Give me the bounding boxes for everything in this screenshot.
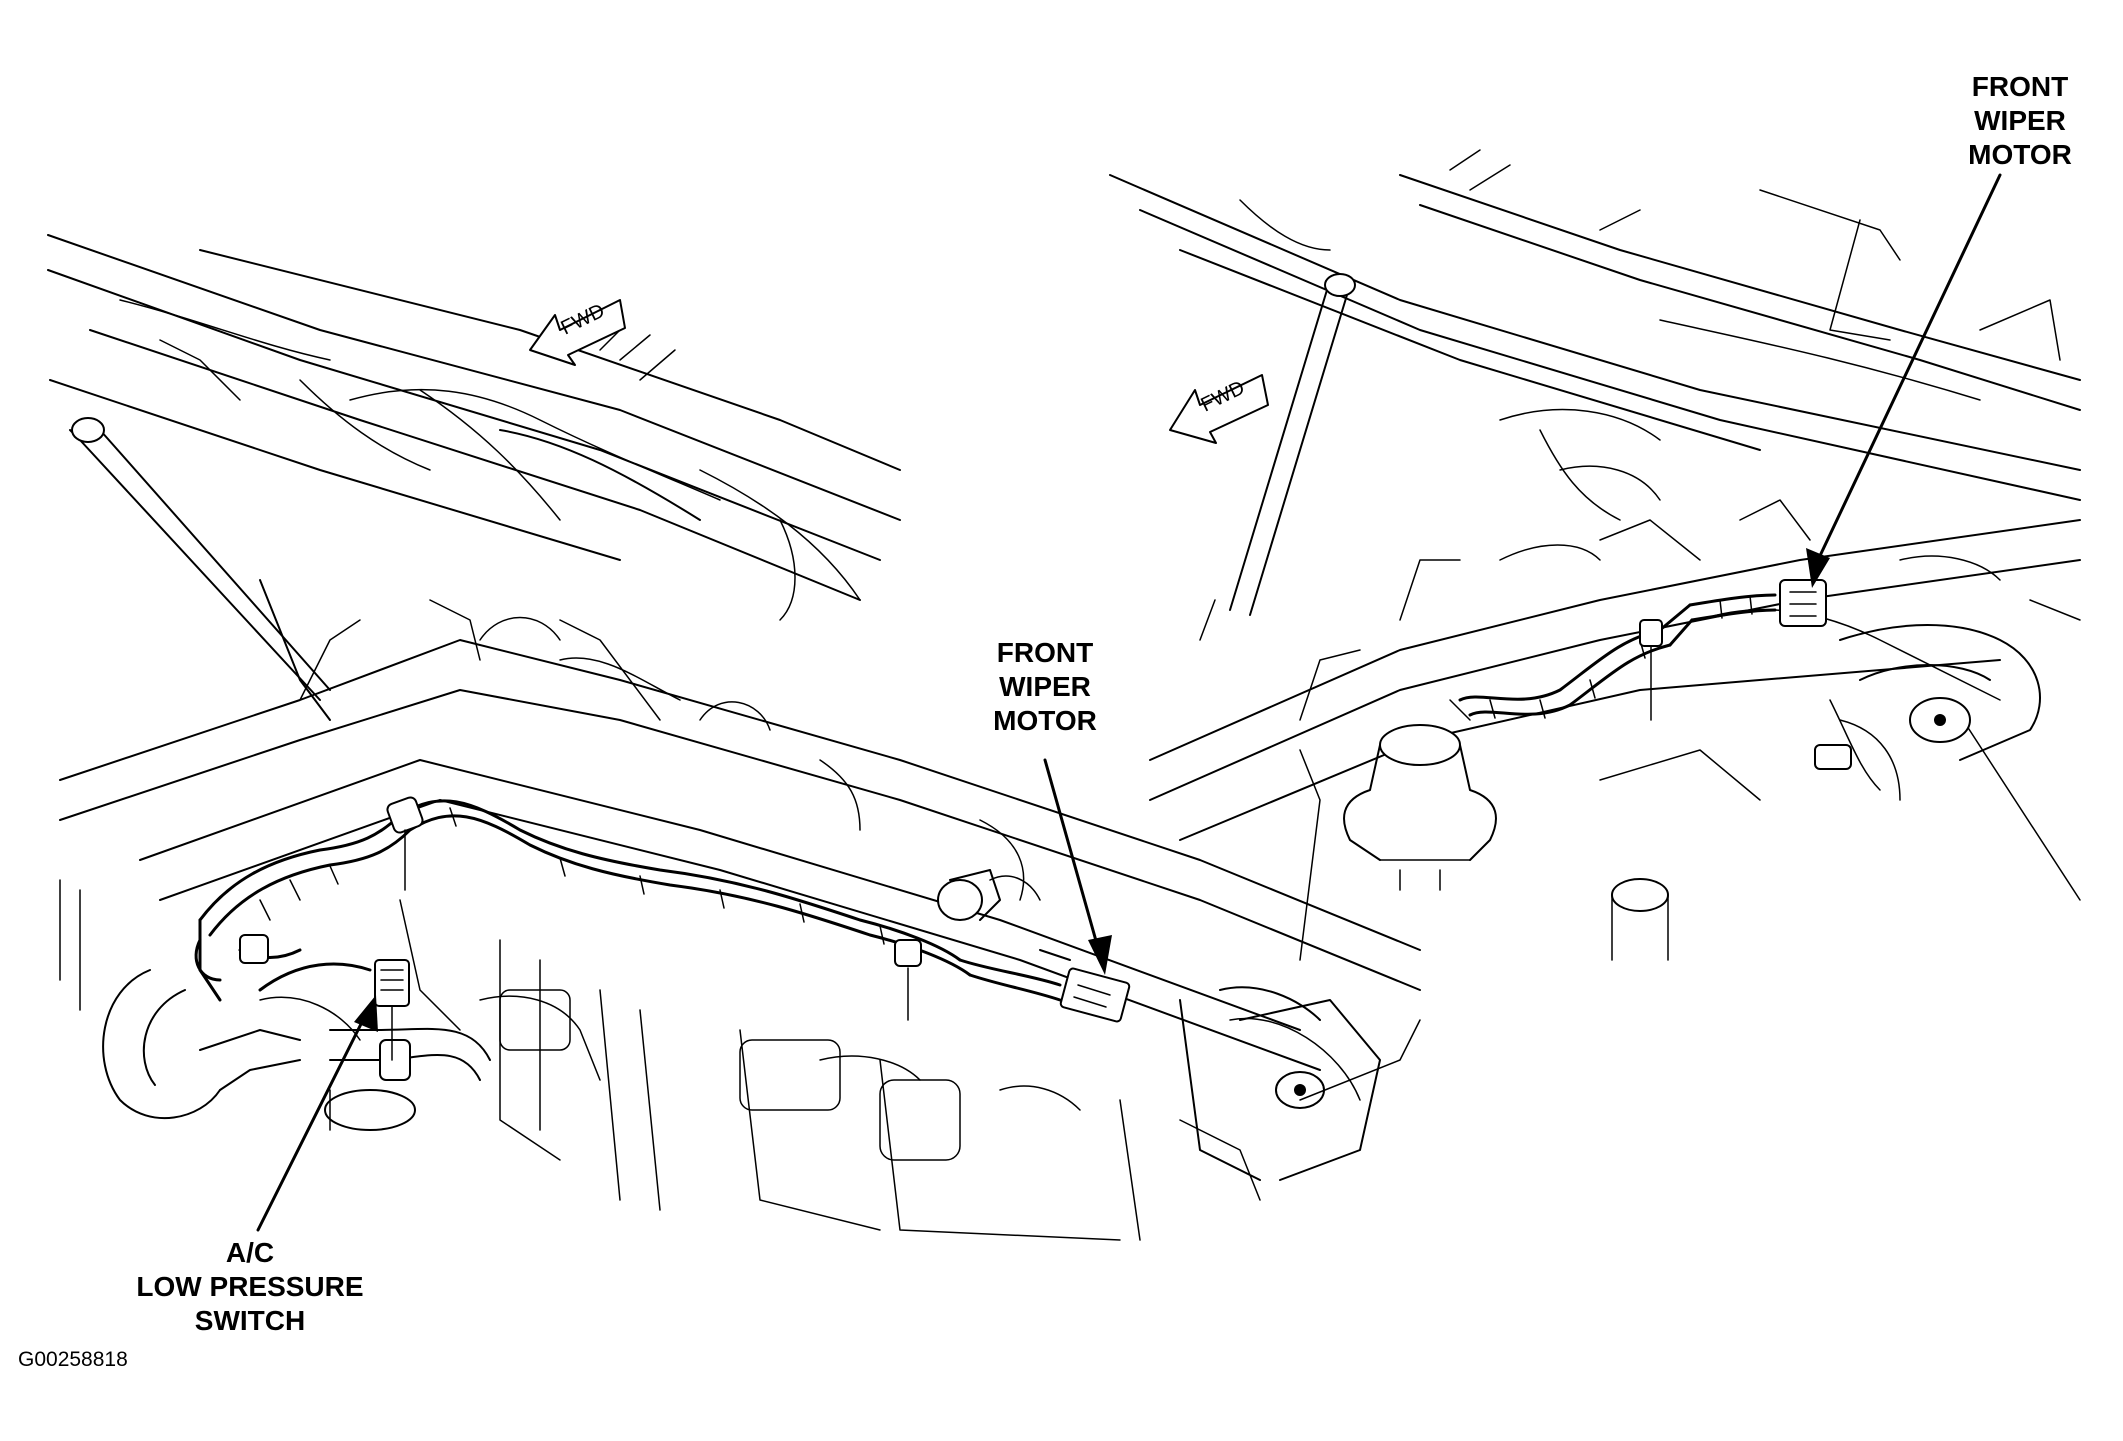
right-callout-arrows [1806, 173, 2002, 588]
right-wiper-motor [1779, 555, 2081, 791]
right-cowl [1149, 465, 2081, 961]
right-wiper-label-line2: WIPER [1974, 105, 2066, 136]
right-hood-panel [1109, 149, 2081, 521]
left-wiper-label-line2: WIPER [999, 671, 1091, 702]
right-wiring-harness [1458, 593, 1777, 721]
ac-switch-label-line3: SWITCH [195, 1305, 305, 1336]
right-wiper-label-line1: FRONT [1972, 71, 2068, 102]
left-ac-switch-connector [239, 934, 410, 1061]
left-wiper-label-line3: MOTOR [993, 705, 1097, 736]
right-reservoir [1343, 699, 1669, 961]
left-wiper-pointer [1043, 758, 1102, 957]
ac-switch-label-line1: A/C [226, 1237, 274, 1268]
figure-id: G00258818 [18, 1348, 128, 1371]
right-view: FWD [1109, 149, 2081, 961]
right-wiper-pointer [1816, 173, 2002, 562]
left-wiper-pivot [1179, 999, 1421, 1201]
callout-labels: FRONT WIPER MOTOR A/C LOW PRESSURE SWITC… [18, 71, 2072, 1371]
right-hood-strut [1199, 273, 1356, 641]
left-wiper-connector [1039, 949, 1131, 1023]
left-cowl-crossmember [59, 599, 1421, 1071]
left-callout-arrows [256, 758, 1112, 1232]
left-firewall [59, 879, 1361, 1241]
left-wiper-label-line1: FRONT [997, 637, 1093, 668]
left-ac-hose [102, 969, 491, 1131]
left-hood-strut [69, 417, 331, 721]
left-view: FWD [47, 234, 1421, 1241]
left-wiring-harness [194, 796, 1062, 1021]
right-wiper-label-line3: MOTOR [1968, 139, 2072, 170]
ac-switch-label-line2: LOW PRESSURE [136, 1271, 363, 1302]
ac-switch-pointer [256, 1008, 370, 1232]
right-fwd-arrow: FWD [1169, 374, 1269, 444]
left-hood-panel [47, 234, 901, 621]
left-fwd-arrow: FWD [529, 299, 626, 366]
